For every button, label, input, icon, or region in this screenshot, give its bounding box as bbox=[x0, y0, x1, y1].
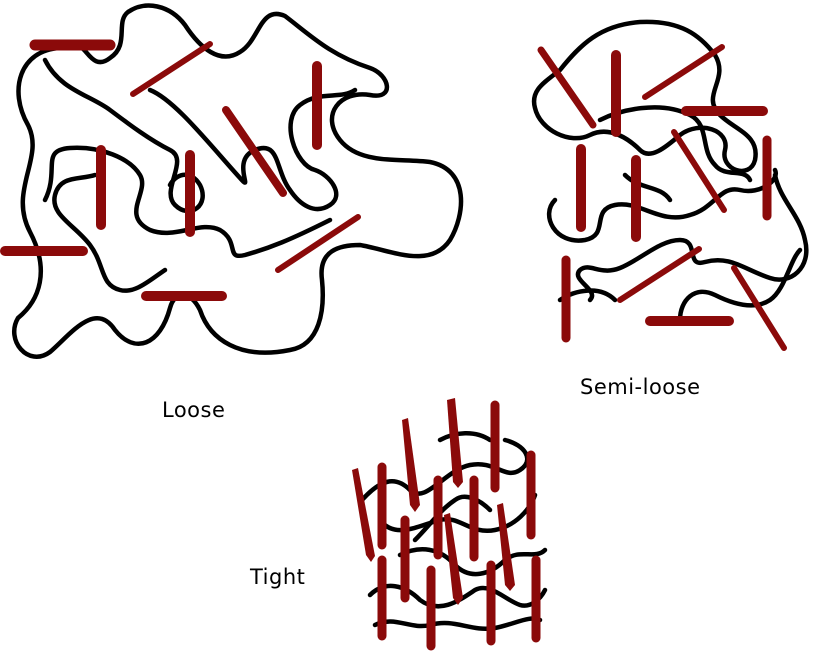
tight-rods bbox=[352, 398, 541, 651]
semi-loose-strand-3 bbox=[677, 247, 803, 323]
tight-network bbox=[352, 398, 548, 651]
loose-rods bbox=[0, 39, 361, 301]
rod bbox=[537, 46, 597, 129]
rod bbox=[130, 41, 213, 97]
semi-loose-strand-4 bbox=[597, 105, 753, 183]
loose-inner-strand-1 bbox=[42, 145, 333, 259]
rod bbox=[275, 214, 361, 273]
loose-inner-strand-2 bbox=[42, 57, 205, 214]
tight-chain-1 bbox=[359, 437, 530, 503]
semi-loose-strand-2 bbox=[575, 172, 809, 303]
rod bbox=[444, 513, 463, 605]
tight-chain-3 bbox=[397, 547, 548, 577]
rod bbox=[402, 418, 420, 512]
semi-loose-label: Semi-loose bbox=[580, 375, 701, 399]
semi-loose-chain bbox=[531, 19, 758, 173]
rod bbox=[447, 398, 463, 488]
rod bbox=[497, 503, 515, 591]
semi-loose-rods bbox=[537, 44, 787, 351]
loose-inner-strand-4 bbox=[52, 172, 168, 293]
rod bbox=[352, 468, 375, 562]
rod bbox=[671, 129, 727, 213]
semi-loose-network bbox=[531, 19, 809, 351]
loose-chain bbox=[11, 3, 464, 359]
tight-chain-5 bbox=[372, 616, 543, 631]
tight-label: Tight bbox=[250, 565, 306, 589]
rod bbox=[617, 246, 702, 303]
loose-network bbox=[0, 3, 464, 359]
loose-label: Loose bbox=[162, 398, 226, 422]
rod bbox=[642, 44, 725, 100]
tight-chain-6 bbox=[412, 431, 493, 543]
rod bbox=[731, 265, 787, 351]
rod bbox=[222, 106, 287, 197]
loose-inner-strand-3 bbox=[147, 87, 358, 212]
